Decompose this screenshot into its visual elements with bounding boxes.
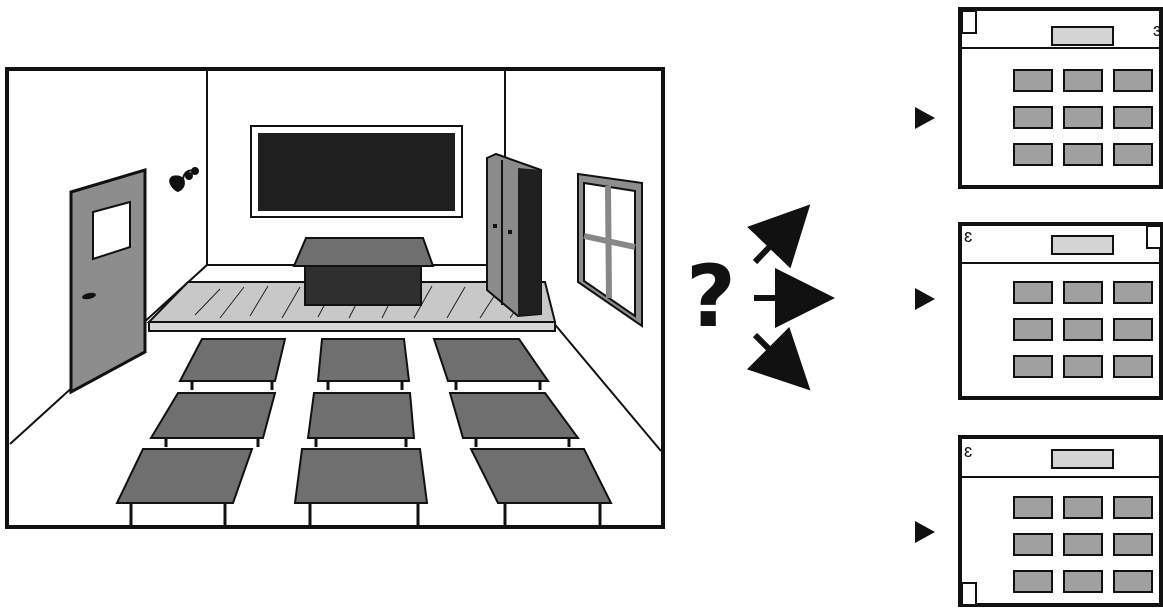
question-mark-icon: ?: [686, 247, 736, 347]
door-position-marker: [962, 11, 976, 33]
desk-grid-bottom: [1014, 497, 1152, 592]
student-desk-icon: [308, 393, 414, 447]
play-triangle-icon: [915, 521, 935, 543]
teacher-desk-icon: [294, 238, 433, 305]
layout-options: ɜ ɛ: [915, 9, 1161, 605]
board-marker: [1052, 236, 1113, 254]
play-triangle-icon: [915, 107, 935, 129]
cabinet-icon: [487, 154, 541, 316]
classroom-scene: [7, 69, 663, 528]
choice-arrows: [754, 213, 823, 382]
student-desks: [117, 339, 611, 528]
door-position-marker: [962, 583, 976, 605]
layout-option-top: ɜ: [915, 9, 1161, 187]
blackboard-icon: [251, 126, 462, 217]
small-symbol-icon: ɛ: [964, 226, 972, 246]
board-marker: [1052, 450, 1113, 468]
arrow-down-right-icon: [755, 335, 802, 382]
teacher-platform-front: [149, 322, 555, 331]
small-symbol-icon: ɛ: [964, 441, 972, 461]
arrow-up-right-icon: [755, 213, 802, 262]
door-position-marker: [1147, 226, 1161, 248]
board-marker: [1052, 27, 1113, 45]
play-triangle-icon: [915, 288, 935, 310]
desk-grid-top: [1014, 70, 1152, 165]
small-symbol-icon: ɜ: [1153, 20, 1161, 40]
door-icon: [71, 170, 145, 392]
desk-grid-middle: [1014, 282, 1152, 377]
layout-option-bottom: ɛ: [915, 437, 1161, 605]
layout-option-middle: ɛ: [915, 224, 1161, 398]
